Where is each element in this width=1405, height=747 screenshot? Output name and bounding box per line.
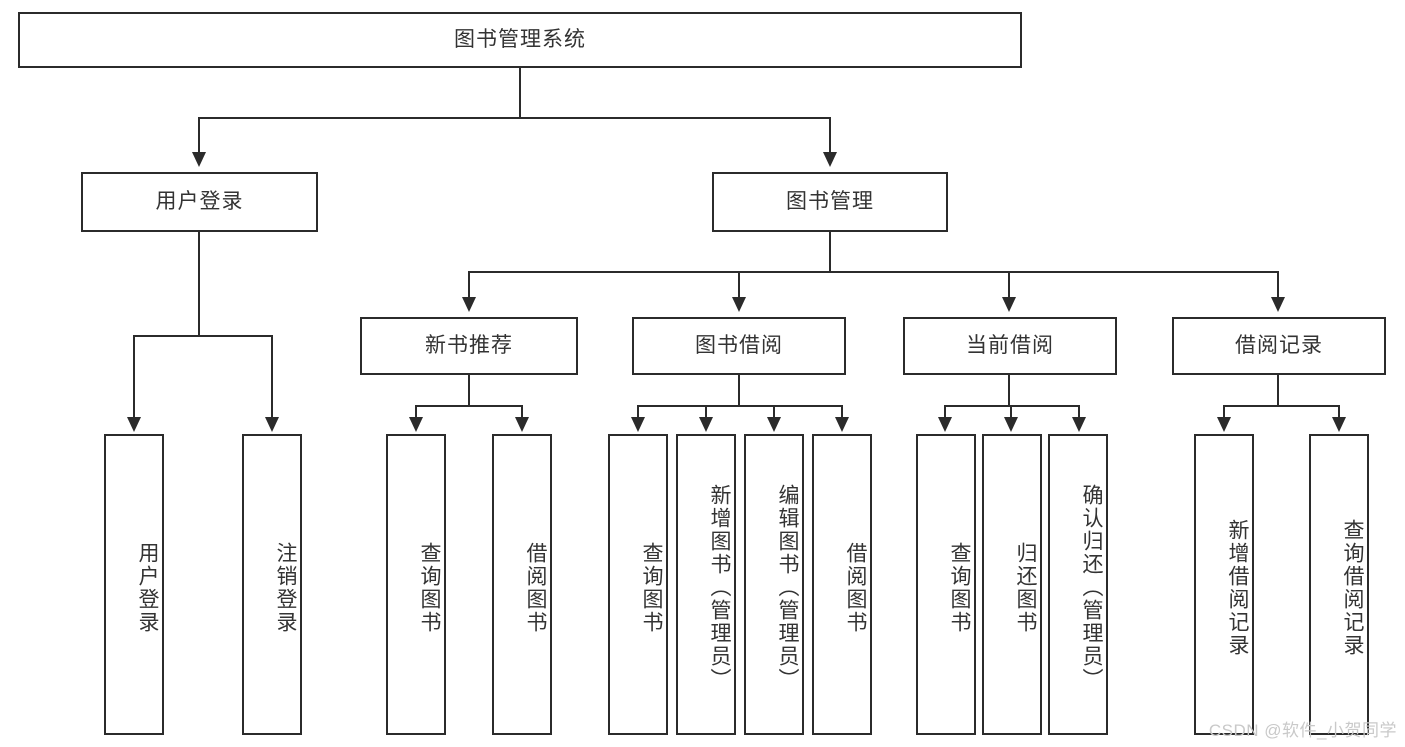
edge-user-login-to-leaf-0: [133, 335, 135, 419]
arrow-cb-to-leaf-0: [938, 417, 952, 432]
edge-bb-to-leaf-1: [705, 405, 707, 419]
edge-book-management-stem: [829, 232, 831, 272]
edge-root-to-user-login: [198, 117, 200, 154]
arrow-bb-to-leaf-1: [699, 417, 713, 432]
leaf-new-book-recommend-0[interactable]: 查询图书: [386, 434, 446, 735]
node-book-management[interactable]: 图书管理: [712, 172, 948, 232]
arrow-bm-to-borrow-record: [1271, 297, 1285, 312]
node-label: 归还图书: [1014, 541, 1037, 634]
edge-borrow-record-stem: [1277, 375, 1279, 406]
edge-borrow-record-bar: [1223, 405, 1340, 407]
edge-user-login-stem: [198, 232, 200, 336]
edge-bm-to-borrow-record: [1277, 271, 1279, 299]
edge-root-to-book-management: [829, 117, 831, 154]
leaf-book-borrow-3[interactable]: 借阅图书: [812, 434, 872, 735]
edge-cb-to-leaf-1: [1010, 405, 1012, 419]
leaf-book-borrow-1[interactable]: 新增图书（管理员）: [676, 434, 736, 735]
arrow-cb-to-leaf-1: [1004, 417, 1018, 432]
arrow-nbr-to-leaf-1: [515, 417, 529, 432]
edge-nbr-to-leaf-0: [415, 405, 417, 419]
edge-root-bar: [198, 117, 831, 119]
arrow-root-to-book-management: [823, 152, 837, 167]
edge-new-book-recommend-bar: [415, 405, 523, 407]
edge-bm-to-current-borrow: [1008, 271, 1010, 299]
arrow-cb-to-leaf-2: [1072, 417, 1086, 432]
edge-nbr-to-leaf-1: [521, 405, 523, 419]
node-label: 编辑图书（管理员）: [776, 484, 799, 691]
leaf-new-book-recommend-1[interactable]: 借阅图书: [492, 434, 552, 735]
node-label: 查询图书: [640, 541, 663, 634]
node-label: 新书推荐: [425, 334, 513, 358]
edge-user-login-to-leaf-1: [271, 335, 273, 419]
node-label: 借阅记录: [1235, 334, 1323, 358]
arrow-br-to-leaf-0: [1217, 417, 1231, 432]
node-label: 新增借阅记录: [1226, 518, 1249, 657]
leaf-current-borrow-2[interactable]: 确认归还（管理员）: [1048, 434, 1108, 735]
edge-cb-to-leaf-0: [944, 405, 946, 419]
leaf-book-borrow-2[interactable]: 编辑图书（管理员）: [744, 434, 804, 735]
node-label: 图书管理系统: [454, 28, 586, 52]
node-label: 注销登录: [274, 541, 297, 634]
edge-current-borrow-stem: [1008, 375, 1010, 406]
arrow-user-login-to-leaf-1: [265, 417, 279, 432]
edge-bb-to-leaf-0: [637, 405, 639, 419]
edge-root-stem: [519, 68, 521, 118]
arrow-bm-to-new-book-recommend: [462, 297, 476, 312]
edge-book-borrow-bar: [637, 405, 843, 407]
node-label: 图书管理: [786, 190, 874, 214]
leaf-current-borrow-1[interactable]: 归还图书: [982, 434, 1042, 735]
leaf-user-login-1[interactable]: 注销登录: [242, 434, 302, 735]
node-label: 用户登录: [155, 190, 244, 214]
arrow-root-to-user-login: [192, 152, 206, 167]
edge-book-borrow-stem: [738, 375, 740, 406]
node-label: 图书借阅: [695, 334, 783, 358]
arrow-user-login-to-leaf-0: [127, 417, 141, 432]
arrow-nbr-to-leaf-0: [409, 417, 423, 432]
edge-br-to-leaf-1: [1338, 405, 1340, 419]
node-label: 查询图书: [418, 541, 441, 634]
node-label: 查询借阅记录: [1341, 518, 1364, 657]
arrow-br-to-leaf-1: [1332, 417, 1346, 432]
leaf-book-borrow-0[interactable]: 查询图书: [608, 434, 668, 735]
node-user-login[interactable]: 用户登录: [81, 172, 318, 232]
node-borrow-record[interactable]: 借阅记录: [1172, 317, 1386, 375]
node-label: 借阅图书: [844, 541, 867, 634]
edge-bm-to-book-borrow: [738, 271, 740, 299]
node-label: 借阅图书: [524, 541, 547, 634]
edge-user-login-bar: [133, 335, 272, 337]
node-new-book-recommend[interactable]: 新书推荐: [360, 317, 578, 375]
edge-br-to-leaf-0: [1223, 405, 1225, 419]
edge-bm-to-new-book-recommend: [468, 271, 470, 299]
arrow-bb-to-leaf-0: [631, 417, 645, 432]
arrow-bb-to-leaf-3: [835, 417, 849, 432]
node-label: 当前借阅: [966, 334, 1054, 358]
edge-cb-to-leaf-2: [1078, 405, 1080, 419]
arrow-bm-to-current-borrow: [1002, 297, 1016, 312]
edge-current-borrow-bar: [944, 405, 1080, 407]
arrow-bb-to-leaf-2: [767, 417, 781, 432]
leaf-current-borrow-0[interactable]: 查询图书: [916, 434, 976, 735]
csdn-watermark: CSDN @软件_小贺同学: [1208, 721, 1397, 740]
node-label: 确认归还（管理员）: [1080, 484, 1103, 691]
node-label: 新增图书（管理员）: [708, 484, 731, 691]
edge-book-management-bar: [468, 271, 1278, 273]
leaf-borrow-record-1[interactable]: 查询借阅记录: [1309, 434, 1369, 735]
edge-bb-to-leaf-3: [841, 405, 843, 419]
edge-bb-to-leaf-2: [773, 405, 775, 419]
node-current-borrow[interactable]: 当前借阅: [903, 317, 1117, 375]
arrow-bm-to-book-borrow: [732, 297, 746, 312]
node-label: 查询图书: [948, 541, 971, 634]
node-label: 用户登录: [136, 541, 159, 634]
edge-new-book-recommend-stem: [468, 375, 470, 406]
leaf-borrow-record-0[interactable]: 新增借阅记录: [1194, 434, 1254, 735]
node-book-borrow[interactable]: 图书借阅: [632, 317, 846, 375]
node-root-book-management-system[interactable]: 图书管理系统: [18, 12, 1022, 68]
leaf-user-login-0[interactable]: 用户登录: [104, 434, 164, 735]
